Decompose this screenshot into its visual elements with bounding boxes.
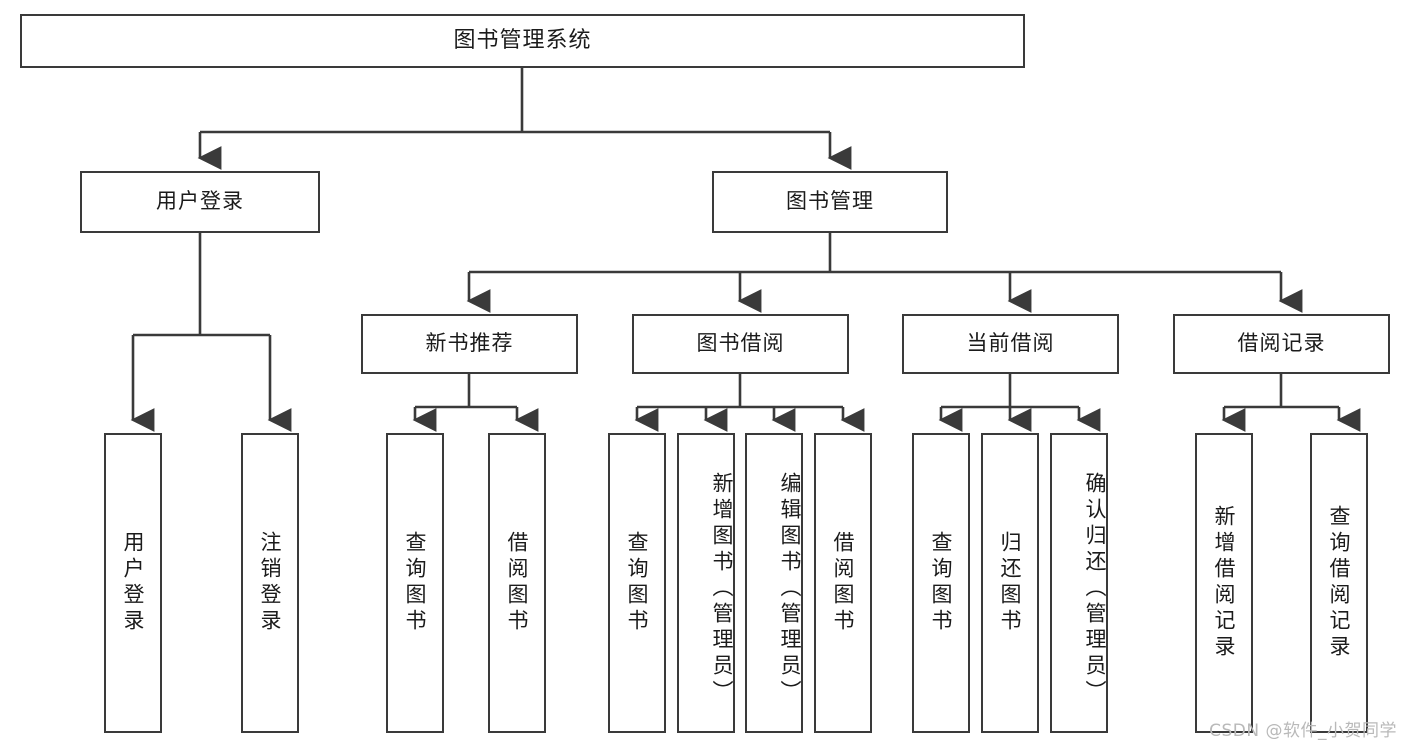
leaf-user-login-logout[interactable]: 注销登录: [241, 433, 299, 733]
leaf-book-borrow-query-book[interactable]: 查询图书: [608, 433, 666, 733]
leaf-book-borrow-add-book-admin[interactable]: 新增图书（管理员）: [677, 433, 735, 733]
leaf-user-login-login[interactable]: 用户登录: [104, 433, 162, 733]
node-root-book-management-system[interactable]: 图书管理系统: [20, 14, 1025, 68]
leaf-label: 借阅图书: [505, 531, 530, 635]
watermark-text: CSDN @软件_小贺同学: [1209, 721, 1397, 741]
leaf-label: 查询图书: [929, 531, 954, 635]
node-book-management[interactable]: 图书管理: [712, 171, 948, 233]
leaf-label: 新增借阅记录: [1212, 505, 1237, 661]
leaf-new-book-borrow-book[interactable]: 借阅图书: [488, 433, 546, 733]
node-book-borrow[interactable]: 图书借阅: [632, 314, 849, 374]
leaf-book-borrow-edit-book-admin[interactable]: 编辑图书（管理员）: [745, 433, 803, 733]
node-borrow-record[interactable]: 借阅记录: [1173, 314, 1390, 374]
leaf-label: 用户登录: [121, 531, 146, 635]
leaf-label: 编辑图书（管理员）: [778, 472, 802, 706]
leaf-current-borrow-query-book[interactable]: 查询图书: [912, 433, 970, 733]
leaf-label: 注销登录: [258, 531, 283, 635]
node-new-book-recommend[interactable]: 新书推荐: [361, 314, 578, 374]
leaf-label: 查询借阅记录: [1327, 505, 1352, 661]
leaf-new-book-query-book[interactable]: 查询图书: [386, 433, 444, 733]
leaf-label: 确认归还（管理员）: [1083, 472, 1107, 706]
leaf-label: 归还图书: [998, 531, 1023, 635]
leaf-book-borrow-borrow-book[interactable]: 借阅图书: [814, 433, 872, 733]
leaf-label: 新增图书（管理员）: [710, 472, 734, 706]
leaf-current-borrow-confirm-return-admin[interactable]: 确认归还（管理员）: [1050, 433, 1108, 733]
node-current-borrow[interactable]: 当前借阅: [902, 314, 1119, 374]
node-user-login[interactable]: 用户登录: [80, 171, 320, 233]
leaf-borrow-record-query-record[interactable]: 查询借阅记录: [1310, 433, 1368, 733]
leaf-current-borrow-return-book[interactable]: 归还图书: [981, 433, 1039, 733]
leaf-label: 查询图书: [403, 531, 428, 635]
leaf-label: 借阅图书: [831, 531, 856, 635]
leaf-borrow-record-add-record[interactable]: 新增借阅记录: [1195, 433, 1253, 733]
leaf-label: 查询图书: [625, 531, 650, 635]
